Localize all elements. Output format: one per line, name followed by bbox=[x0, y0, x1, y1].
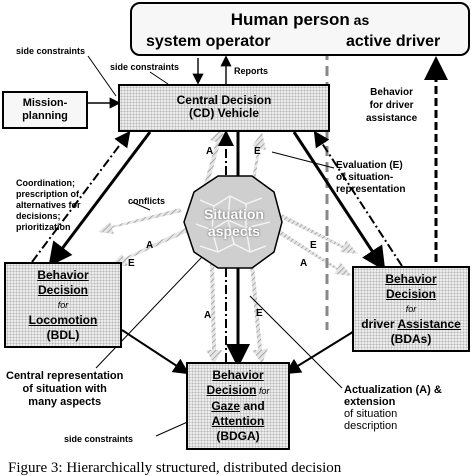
evaluation-line1: Evaluation (E) bbox=[336, 160, 403, 171]
letter-e-bdas: E bbox=[310, 240, 317, 251]
coordination-line3: alternatives for bbox=[16, 200, 81, 210]
label-behavior-driver: Behavior for driver assistance bbox=[366, 86, 417, 125]
actualization-line4: description bbox=[344, 420, 398, 432]
hatched-arrow-bdga-a bbox=[206, 264, 222, 364]
letter-a-cd: A bbox=[206, 146, 214, 157]
coordination-line1: Coordination; bbox=[16, 178, 75, 188]
mission-line1: Mission- bbox=[22, 97, 68, 109]
evaluation-line2: of situation- bbox=[336, 172, 394, 183]
line-cd-bdas-solid bbox=[292, 131, 386, 272]
pointer-conflicts bbox=[131, 201, 151, 211]
human-person-title: Human person bbox=[230, 10, 350, 29]
behavior-driver-line1: Behavior bbox=[370, 87, 413, 98]
mission-planning-box: Mission- planning bbox=[2, 91, 88, 129]
hatched-arrow-cd-a bbox=[200, 128, 226, 200]
line-bdl-bdga bbox=[121, 329, 190, 375]
central-rep-line1: Central representation bbox=[6, 370, 124, 382]
label-side-constraints-bottom: side constraints bbox=[64, 434, 134, 444]
line-bdas-bdga bbox=[284, 329, 357, 375]
label-coordination: Coordination; prescription of alternativ… bbox=[16, 178, 81, 233]
bdas-line3: for bbox=[405, 304, 417, 314]
actualization-line3: of situation bbox=[344, 408, 398, 420]
bdl-box: Behavior Decision for Locomotion (BDL) bbox=[4, 262, 122, 348]
bdga-box: Behavior Decision for Gaze and Attention… bbox=[186, 362, 290, 450]
label-evaluation: Evaluation (E) of situation- representat… bbox=[336, 160, 405, 196]
actualization-line2: extension bbox=[344, 396, 396, 408]
bdas-line4b: Assistance bbox=[397, 317, 461, 331]
mission-line2: planning bbox=[22, 110, 68, 122]
pointer-side-constraints-top bbox=[87, 55, 117, 97]
line-cd-bdas-dashdot bbox=[313, 130, 403, 267]
cd-line1: Central Decision bbox=[176, 93, 272, 107]
label-reports: Reports bbox=[234, 66, 269, 76]
hatched-arrow-bdas-e bbox=[280, 214, 358, 254]
letter-e-bdga: E bbox=[256, 308, 263, 319]
central-rep-line2: of situation with bbox=[22, 383, 107, 395]
label-actualization: Actualization (A) & extension of situati… bbox=[344, 384, 442, 432]
behavior-driver-line3: assistance bbox=[366, 113, 418, 124]
behavior-driver-line2: for driver bbox=[369, 100, 414, 111]
evaluation-line3: representation bbox=[336, 184, 406, 195]
bdl-line1: Behavior bbox=[37, 268, 89, 282]
coordination-line5: prioritization bbox=[16, 222, 71, 232]
letter-a-bdl: A bbox=[146, 240, 154, 251]
label-side-constraints-mid: side constraints bbox=[110, 62, 180, 72]
human-system-operator: system operator bbox=[146, 33, 271, 50]
bdas-line4a: driver bbox=[361, 317, 398, 331]
central-rep-line3: many aspects bbox=[28, 396, 102, 408]
letter-e-cd: E bbox=[254, 146, 261, 157]
figure-caption: Figure 3: Hierarchically structured, dis… bbox=[8, 460, 342, 476]
bdga-line1: Behavior bbox=[212, 368, 264, 382]
pointer-actualization bbox=[249, 295, 343, 389]
line-cd-bdl-dashdot bbox=[31, 130, 131, 263]
actualization-line1: Actualization (A) & bbox=[344, 384, 442, 396]
bdl-line2: Decision bbox=[37, 283, 88, 297]
bdga-line3a: Gaze bbox=[211, 399, 240, 413]
line-cd-bdl-solid bbox=[48, 131, 152, 267]
hatched-arrow-bdas-a bbox=[278, 230, 352, 276]
bdl-line4: Locomotion bbox=[28, 313, 98, 327]
cd-line2: (CD) Vehicle bbox=[188, 106, 260, 120]
bdga-line5: (BDGA) bbox=[216, 429, 260, 443]
situation-aspects-texture bbox=[195, 195, 271, 253]
bdas-line1: Behavior bbox=[385, 272, 437, 286]
bdga-line4: Attention bbox=[211, 414, 265, 428]
label-conflicts: conflicts bbox=[128, 196, 166, 206]
human-person-as: as bbox=[349, 12, 370, 28]
bdl-line5: (BDL) bbox=[46, 328, 80, 342]
human-active-driver: active driver bbox=[346, 33, 441, 50]
coordination-line2: prescription of bbox=[16, 189, 80, 199]
bdga-line2a: Decision bbox=[206, 383, 257, 397]
pointer-side-constraints-mid bbox=[149, 71, 169, 85]
label-side-constraints-top: side constraints bbox=[16, 46, 86, 56]
coordination-line4: decisions; bbox=[16, 211, 61, 221]
hatched-arrow-bdga-e bbox=[250, 264, 268, 364]
bdas-line5: (BDAs) bbox=[390, 332, 432, 346]
bdga-line3b: and bbox=[240, 399, 265, 413]
central-decision-box: Central Decision (CD) Vehicle bbox=[118, 84, 330, 132]
situation-line2: aspects bbox=[207, 223, 261, 239]
letter-a-bdas: A bbox=[300, 258, 308, 269]
situation-line1: Situation bbox=[204, 206, 264, 222]
label-central-rep: Central representation of situation with… bbox=[6, 370, 123, 409]
letter-a-bdga: A bbox=[204, 310, 212, 321]
bdga-line2b: for bbox=[256, 386, 270, 396]
letter-e-bdl: E bbox=[128, 258, 135, 269]
situation-aspects-label: Situation aspects bbox=[186, 206, 282, 240]
hatched-arrow-bdl-e bbox=[98, 208, 182, 234]
bdl-line3: for bbox=[57, 300, 69, 310]
hatched-arrow-bdl-a bbox=[110, 228, 188, 266]
bdas-box: Behavior Decision for driver Assistance … bbox=[352, 266, 470, 352]
bdas-line2: Decision bbox=[385, 287, 436, 301]
pointer-evaluation bbox=[271, 151, 335, 169]
human-person-box: Human person as system operator active d… bbox=[130, 2, 470, 56]
